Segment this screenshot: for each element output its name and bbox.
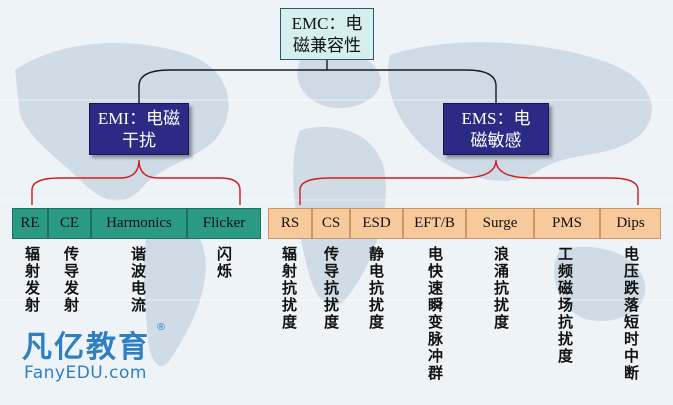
emi-desc-harmonics: 谐波电流 — [129, 246, 147, 314]
ems-cell-esd: ESD — [350, 208, 403, 239]
emc-root-node: EMC：电 磁兼容性 — [280, 8, 374, 60]
ems-desc-eftb: 电快速瞬变脉冲群 — [426, 246, 444, 382]
emi-cell-harmonics: Harmonics — [91, 208, 187, 239]
ems-cell-rs: RS — [268, 208, 312, 239]
ems-desc-surge: 浪涌抗扰度 — [492, 246, 510, 331]
ems-line1: EMS：电 — [461, 109, 531, 128]
emi-line2: 干扰 — [122, 131, 156, 150]
ems-desc-esd: 静电抗扰度 — [367, 246, 385, 331]
emi-desc-flicker: 闪烁 — [215, 246, 233, 280]
ems-desc-cs: 传导抗扰度 — [322, 246, 340, 331]
ems-cell-pms: PMS — [534, 208, 600, 239]
emi-node: EMI：电磁 干扰 — [89, 103, 189, 155]
ems-line2: 磁敏感 — [470, 131, 522, 150]
brand-url: FanyEDU.com — [24, 363, 147, 383]
tree-connector-black — [138, 60, 497, 103]
emi-line1: EMI：电磁 — [97, 109, 181, 128]
ems-cell-cs: CS — [312, 208, 350, 239]
ems-cell-dips: Dips — [600, 208, 661, 239]
emi-cell-ce: CE — [48, 208, 91, 239]
ems-cell-eftb: EFT/B — [403, 208, 466, 239]
emi-desc-ce: 传导发射 — [62, 246, 80, 314]
ems-desc-dips: 电压跌落短时中断 — [622, 246, 640, 382]
ems-cell-surge: Surge — [466, 208, 534, 239]
brand-logo-title: 凡亿教育 — [22, 330, 150, 365]
emi-cell-re: RE — [12, 208, 48, 239]
emi-cell-flicker: Flicker — [187, 208, 261, 239]
emc-root-line2: 磁兼容性 — [293, 36, 361, 55]
ems-desc-pms: 工频磁场抗扰度 — [556, 246, 574, 365]
emc-root-line1: EMC：电 — [291, 14, 363, 33]
brand-registered-mark: ® — [156, 322, 166, 333]
emi-desc-re: 辐射发射 — [23, 246, 41, 314]
tree-connector-red — [31, 159, 639, 205]
ems-node: EMS：电 磁敏感 — [443, 103, 549, 155]
ems-desc-rs: 辐射抗扰度 — [280, 246, 298, 331]
